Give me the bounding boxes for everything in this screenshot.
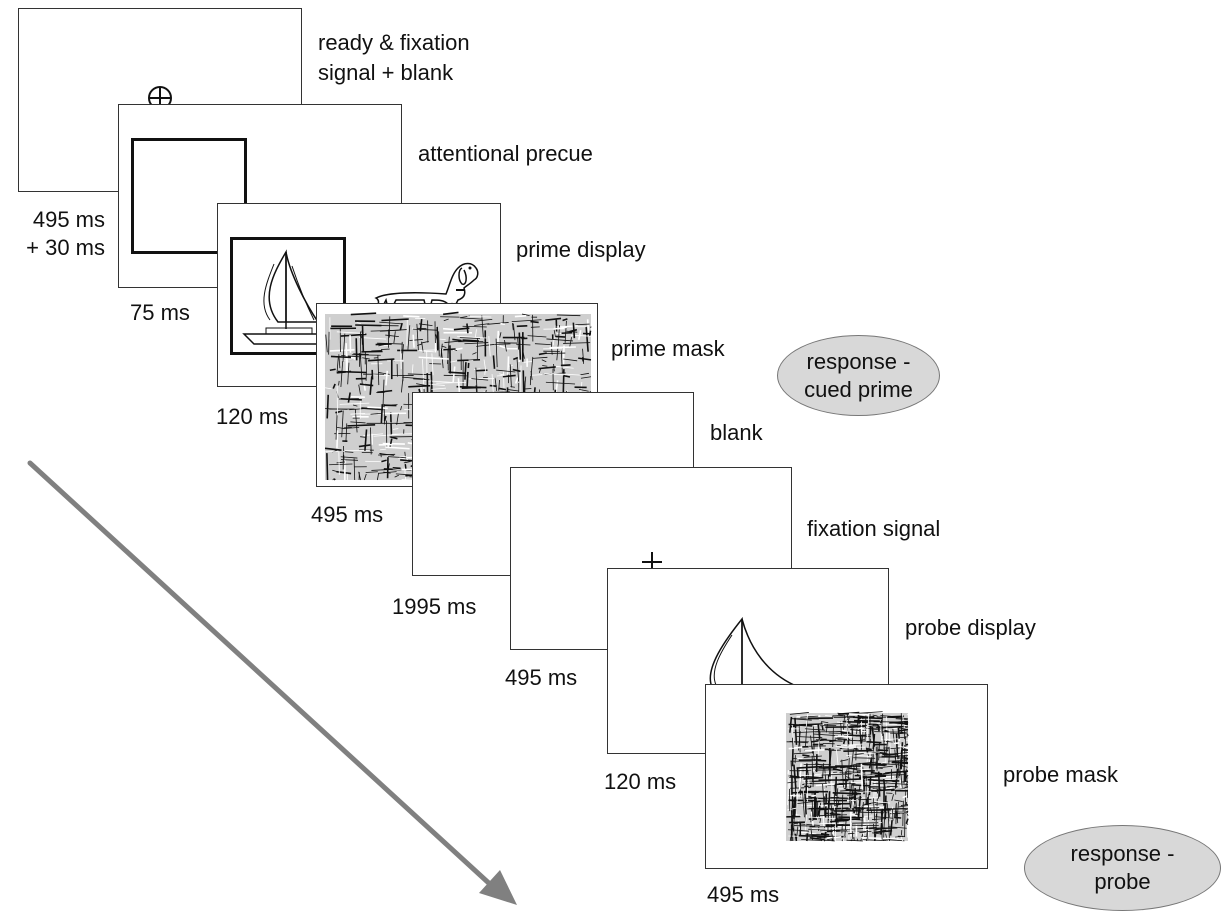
- duration-prime-display: 120 ms: [216, 404, 289, 429]
- precue-box: [131, 138, 247, 254]
- response-probe-line1: response -: [1070, 841, 1175, 866]
- duration-probe-mask: 495 ms: [707, 882, 780, 907]
- response-prime-badge: response -cued prime: [777, 335, 940, 416]
- label-attentional-precue: attentional precue: [418, 141, 593, 166]
- duration-attentional-precue: 75 ms: [130, 300, 190, 325]
- dog-icon: [374, 262, 479, 310]
- duration-probe-display: 120 ms: [604, 769, 677, 794]
- label-probe-display: probe display: [905, 615, 1036, 640]
- label-fixation-signal: fixation signal: [807, 516, 941, 541]
- duration-fixation-signal: 495 ms: [505, 665, 578, 690]
- duration-blank: 1995 ms: [392, 594, 477, 619]
- prime-precue-box: [230, 237, 346, 355]
- response-prime-line2: cued prime: [804, 376, 913, 402]
- label-ready-fixation: ready & fixation signal + blank: [318, 30, 470, 85]
- response-probe-badge: response - probe: [1024, 825, 1221, 911]
- duration-ready-fixation: 495 ms + 30 ms: [26, 207, 105, 260]
- label-prime-display: prime display: [516, 237, 646, 262]
- label-blank: blank: [710, 420, 763, 445]
- response-probe-line2: probe: [1094, 869, 1151, 894]
- label-prime-mask: prime mask: [611, 336, 725, 361]
- duration-prime-mask: 495 ms: [311, 502, 384, 527]
- noise-mask-pattern: [786, 711, 909, 842]
- frame-probe-mask: [705, 684, 988, 869]
- label-probe-mask: probe mask: [1003, 762, 1118, 787]
- response-prime-line1: response -: [806, 348, 911, 374]
